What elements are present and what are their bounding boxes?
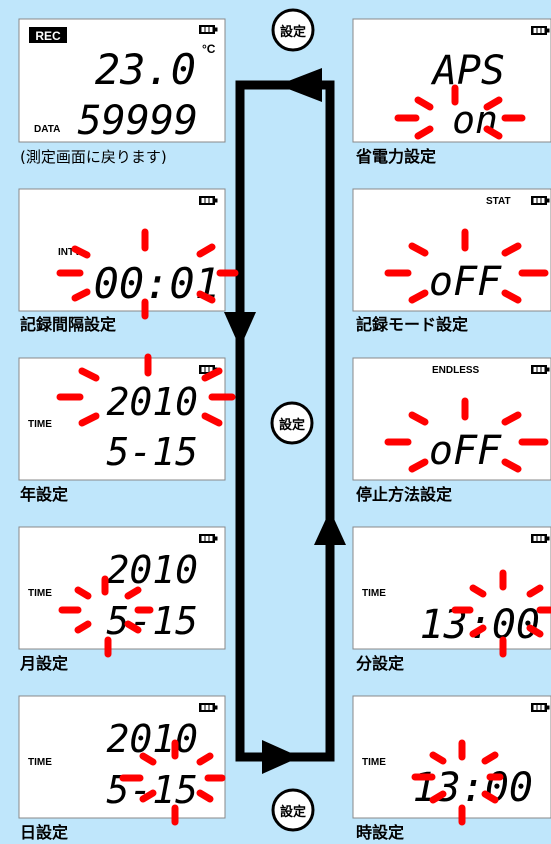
lcd-frame (18, 357, 226, 481)
battery-icon (199, 703, 218, 712)
blink-marks (451, 569, 551, 658)
lcd-frame (352, 526, 551, 650)
stop-method-value: oFF (429, 428, 502, 474)
day-line1: 2010 (106, 717, 198, 761)
time-indicator: TIME (28, 419, 52, 430)
endless-indicator: ENDLESS (432, 365, 480, 376)
lcd-minute: TIME 13:00 分設定 (352, 526, 551, 673)
year-line2: 5-15 (106, 430, 198, 474)
flow-path (235, 80, 335, 762)
battery-icon (199, 534, 218, 543)
lcd-record-mode: STAT oFF 記録モード設定 (352, 188, 551, 334)
temperature-unit: °C (202, 42, 216, 56)
lcd-frame (352, 357, 551, 481)
temperature-value: 23.0 (95, 45, 196, 94)
hour-value: 13:00 (413, 765, 533, 811)
year-caption: 年設定 (20, 485, 68, 504)
minute-value: 13:00 (420, 602, 540, 648)
battery-icon (531, 26, 550, 35)
lcd-frame (352, 695, 551, 819)
blink-marks (58, 575, 154, 658)
battery-icon (199, 25, 218, 34)
aps-label: APS (430, 48, 505, 94)
lcd-frame (18, 695, 226, 819)
blink-marks (119, 739, 226, 826)
rec-label: REC (35, 29, 61, 43)
battery-icon (531, 703, 550, 712)
flow-loop (224, 68, 346, 774)
rec-badge (29, 27, 67, 43)
month-line1: 2010 (106, 548, 198, 592)
battery-icon (531, 196, 550, 205)
arrow-left-top (278, 68, 322, 102)
set-button-bottom-label: 設定 (280, 804, 306, 820)
lcd-stop-method: ENDLESS oFF 停止方法設定 (352, 357, 551, 504)
blink-marks (411, 739, 504, 826)
month-line2: 5-15 (106, 599, 198, 643)
arrow-down-left (224, 312, 256, 348)
interval-caption: 記録間隔設定 (20, 315, 116, 334)
data-value: 59999 (78, 98, 198, 144)
record-mode-caption: 記録モード設定 (356, 315, 468, 334)
stop-method-caption: 停止方法設定 (356, 485, 452, 504)
blink-marks (384, 397, 549, 473)
time-indicator: TIME (28, 757, 52, 768)
battery-icon (199, 196, 218, 205)
year-line1: 2010 (106, 380, 198, 424)
blink-marks (56, 228, 239, 320)
lcd-frame (18, 526, 226, 650)
time-indicator: TIME (362, 757, 386, 768)
lcd-frame (352, 188, 551, 312)
lcd-measure: REC 23.0 °C DATA 59999 (測定画面に戻ります) (18, 18, 226, 166)
day-caption: 日設定 (20, 823, 68, 842)
minute-caption: 分設定 (356, 654, 404, 673)
power-save-caption: 省電力設定 (355, 147, 436, 166)
interval-value: 00:01 (94, 259, 220, 308)
lcd-frame (18, 188, 226, 312)
set-button-middle-label: 設定 (279, 417, 305, 433)
measure-caption: (測定画面に戻ります) (20, 148, 167, 166)
blink-marks (56, 353, 236, 427)
set-button-top-label: 設定 (280, 24, 306, 40)
lcd-day: TIME 2010 5-15 日設定 (18, 695, 226, 842)
lcd-interval: INTV 00:01 記録間隔設定 (18, 188, 239, 334)
stat-indicator: STAT (486, 196, 511, 207)
battery-icon (531, 365, 550, 374)
lcd-hour: TIME 13:00 時設定 (352, 695, 551, 842)
lcd-frame (18, 18, 226, 143)
record-mode-value: oFF (429, 259, 502, 305)
time-indicator: TIME (362, 588, 386, 599)
set-button-middle[interactable]: 設定 (270, 401, 314, 445)
time-indicator: TIME (28, 588, 52, 599)
arrow-right-bottom (262, 740, 300, 774)
lcd-power-save: APS on 省電力設定 (352, 18, 551, 166)
arrow-up-right (314, 510, 346, 545)
blink-marks (394, 84, 526, 140)
blink-marks (384, 228, 549, 304)
lcd-year: TIME 2010 5-15 年設定 (18, 353, 236, 504)
set-button-top[interactable]: 設定 (271, 8, 315, 52)
month-caption: 月設定 (19, 654, 68, 673)
lcd-month: TIME 2010 5-15 月設定 (18, 526, 226, 673)
hour-caption: 時設定 (356, 823, 404, 842)
set-button-bottom[interactable]: 設定 (271, 788, 315, 832)
data-label: DATA (34, 124, 60, 135)
intv-indicator: INTV (58, 247, 81, 258)
battery-icon (531, 534, 550, 543)
